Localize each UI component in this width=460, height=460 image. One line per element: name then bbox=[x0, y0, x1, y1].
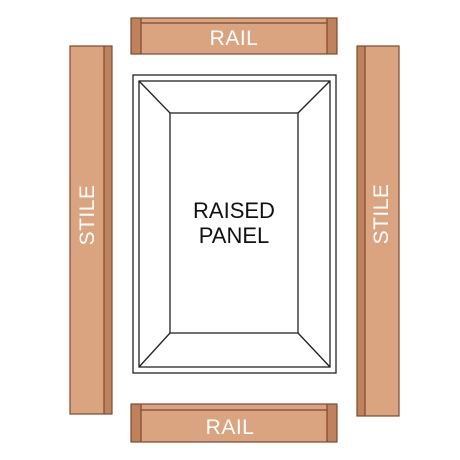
rail-bottom-tenon-right bbox=[327, 404, 337, 442]
panel-miter-bottom-left bbox=[138, 332, 171, 368]
panel-raised-field bbox=[169, 112, 299, 334]
panel-miter-top-left bbox=[138, 80, 171, 114]
rail-bottom: RAIL bbox=[130, 403, 338, 443]
raised-panel: RAISED PANEL bbox=[132, 74, 337, 374]
panel-label-line1: RAISED bbox=[193, 198, 275, 223]
stile-right-label: STILE bbox=[370, 184, 393, 245]
rail-top-face bbox=[141, 18, 327, 54]
panel-label-line2: PANEL bbox=[199, 223, 270, 248]
stile-right-edge bbox=[357, 46, 365, 416]
panel-outer-edge bbox=[132, 74, 337, 374]
panel-bevel-edge bbox=[138, 80, 331, 368]
rail-bottom-tenon-left bbox=[131, 404, 141, 442]
stile-right: STILE bbox=[356, 45, 400, 417]
panel-miter-bottom-right bbox=[297, 332, 331, 368]
rail-top: RAIL bbox=[130, 17, 338, 55]
rail-top-tenon-left bbox=[131, 18, 141, 54]
rail-top-outline bbox=[130, 17, 338, 55]
rail-bottom-outline bbox=[130, 403, 338, 443]
rail-top-tenon-right bbox=[327, 18, 337, 54]
rail-top-label: RAIL bbox=[210, 27, 259, 50]
stile-left-edge bbox=[104, 46, 112, 414]
stile-right-outline bbox=[356, 45, 400, 417]
panel-miter-top-right bbox=[297, 80, 331, 114]
stile-left-outline bbox=[69, 45, 113, 415]
stile-left-label: STILE bbox=[76, 185, 99, 246]
stile-left: STILE bbox=[69, 45, 113, 415]
rail-bottom-label: RAIL bbox=[206, 416, 255, 439]
